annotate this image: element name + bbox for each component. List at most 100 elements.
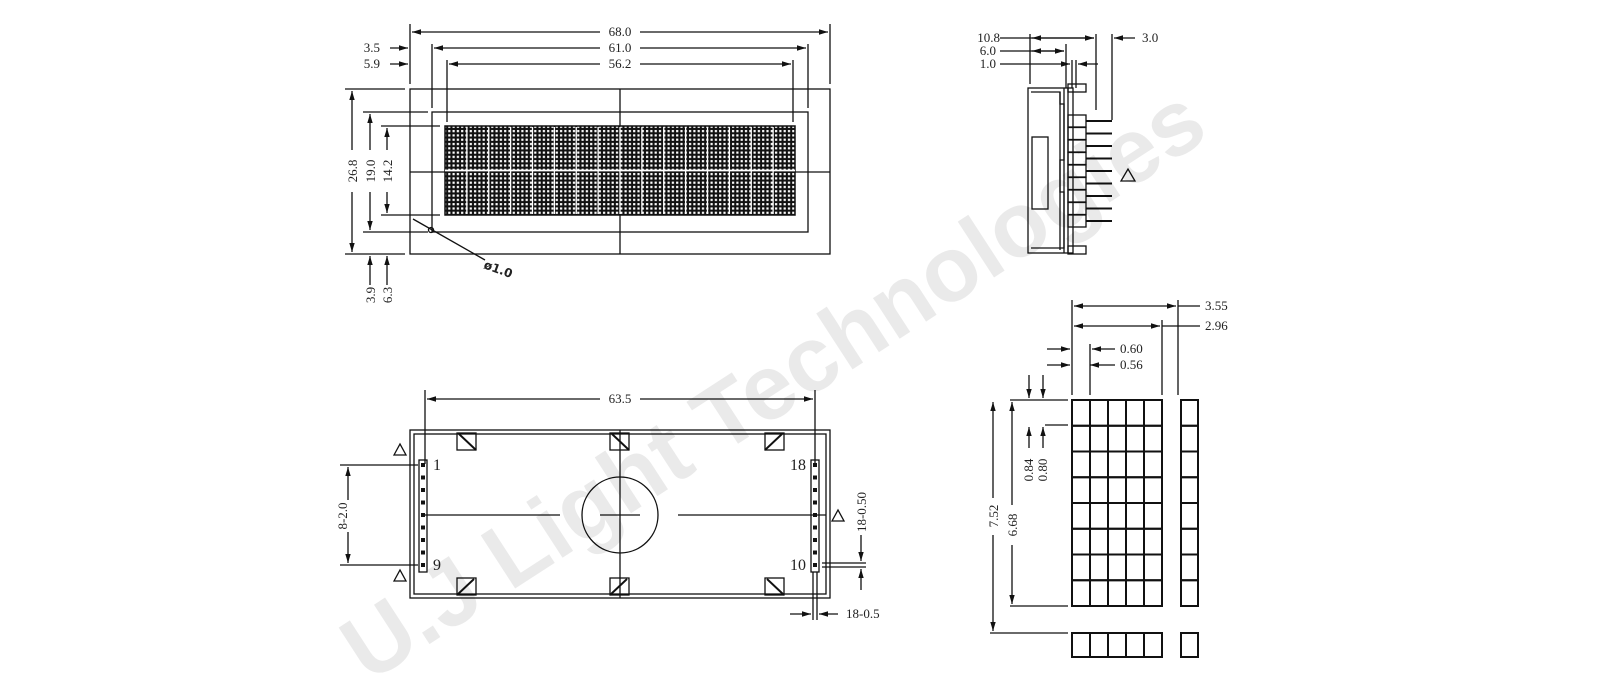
dot-matrix-display	[444, 125, 796, 216]
dot-cell	[1107, 579, 1127, 607]
dim-viewing-offset: 5.9	[364, 56, 380, 71]
clip-slash	[458, 433, 477, 451]
hole-diameter-label: ø1.0	[482, 258, 515, 281]
pin-18-label: 18	[790, 457, 806, 474]
pin-pad	[421, 463, 425, 467]
dim-bezel-height: 19.0	[363, 160, 378, 183]
dot-cell	[1125, 579, 1145, 607]
dot-cell	[1089, 424, 1109, 453]
back-view: 63.5 1 9 18 10 8-2.0 18-0.50 18-0.5	[335, 390, 880, 621]
dim-bezel-offset: 3.5	[364, 40, 380, 55]
dot-cell	[1180, 424, 1199, 453]
dot-cell	[1143, 553, 1163, 582]
mounting-clip	[609, 577, 630, 596]
dot-cell	[1180, 450, 1199, 479]
dim-viewing-width: 56.2	[609, 56, 632, 71]
clip-slash	[766, 578, 785, 596]
dot-cell	[1125, 450, 1145, 479]
dot-cell	[1089, 632, 1109, 658]
dot-cell	[1125, 424, 1145, 453]
dot-cell	[1180, 502, 1199, 530]
dot-cell	[1071, 502, 1091, 530]
pin-9-label: 9	[433, 557, 441, 574]
dim-dot-width: 0.56	[1120, 357, 1143, 372]
dot-cell	[1143, 632, 1163, 658]
dot-cell	[1107, 502, 1127, 530]
dot-cell	[1125, 527, 1145, 556]
pin-10-label: 10	[790, 557, 806, 574]
dot-cell	[1180, 399, 1199, 427]
dot-cell	[1125, 553, 1145, 582]
pin-pad	[813, 475, 817, 480]
warning-triangle-icon	[1119, 167, 1137, 182]
dot-cell	[1143, 527, 1163, 556]
dim-bottom-bezel: 3.9	[363, 287, 378, 303]
mounting-clip	[456, 577, 477, 596]
dim-char-height: 6.68	[1005, 514, 1020, 537]
dot-cell	[1089, 553, 1109, 582]
pin-pad	[813, 513, 817, 517]
dot-cell	[1125, 632, 1145, 658]
dot-cell	[1143, 399, 1163, 427]
dim-pin-width: 18-0.5	[846, 606, 880, 621]
dot-cell	[1071, 632, 1091, 658]
front-view: 68.0 61.0 56.2 3.5 5.9 26.8 19.0 14.2 3.…	[345, 24, 831, 303]
pin-pad	[813, 538, 817, 542]
dim-char-pitch: 3.55	[1205, 298, 1228, 313]
dim-viewing-height: 14.2	[380, 160, 395, 183]
dim-pin-size: 18-0.50	[854, 492, 869, 532]
clip-slash	[611, 433, 630, 451]
clip-slash	[764, 433, 783, 451]
dim-outer-width: 68.0	[609, 24, 632, 39]
dot-cell	[1125, 399, 1145, 427]
dot-cell	[1107, 450, 1127, 479]
pin-pad	[813, 563, 817, 567]
pin-pad	[813, 500, 817, 505]
pin-header-left	[418, 459, 428, 573]
dot-cell	[1107, 476, 1127, 504]
dot-cell	[1071, 424, 1091, 453]
dot-cell	[1071, 450, 1091, 479]
dim-char-pitch-y: 7.52	[986, 505, 1001, 528]
pin-pad	[813, 525, 817, 530]
dot-cell	[1089, 527, 1109, 556]
dim-char-width: 2.96	[1205, 318, 1228, 333]
dot-cell	[1107, 527, 1127, 556]
warning-triangle-icon	[830, 508, 846, 522]
pin-pad	[421, 500, 425, 505]
dot-cell	[1071, 579, 1091, 607]
pin-pad	[421, 563, 425, 567]
warning-triangle-icon	[392, 442, 408, 456]
dot-cell	[1180, 579, 1199, 607]
dim-dot-height: 0.80	[1035, 459, 1050, 482]
mounting-clip	[456, 432, 477, 451]
mounting-clip	[764, 432, 785, 451]
dim-outer-height: 26.8	[345, 160, 360, 183]
dim-dot-pitch-x: 0.60	[1120, 341, 1143, 356]
dot-cell	[1071, 476, 1091, 504]
pin-pad	[813, 488, 817, 492]
dot-cell	[1089, 450, 1109, 479]
dot-cell	[1143, 450, 1163, 479]
mounting-clip	[609, 432, 630, 451]
pin-pad	[813, 463, 817, 467]
dot-cell	[1107, 632, 1127, 658]
dot-cell	[1071, 553, 1091, 582]
dot-cell	[1180, 632, 1199, 658]
pin-pad	[421, 525, 425, 530]
dim-body-depth: 6.0	[980, 43, 996, 58]
mounting-clip	[764, 577, 785, 596]
dot-cell	[1180, 476, 1199, 504]
dot-cell	[1107, 553, 1127, 582]
dot-cell	[1180, 553, 1199, 582]
dot-cell	[1107, 399, 1127, 427]
dot-cell	[1125, 476, 1145, 504]
dot-cell	[1089, 502, 1109, 530]
pin-pad	[421, 513, 425, 517]
dot-cell	[1125, 502, 1145, 530]
dot-cell	[1089, 399, 1109, 427]
pin-pad	[813, 550, 817, 555]
dim-pin-length: 3.0	[1142, 30, 1158, 45]
dot-cell	[1089, 579, 1109, 607]
